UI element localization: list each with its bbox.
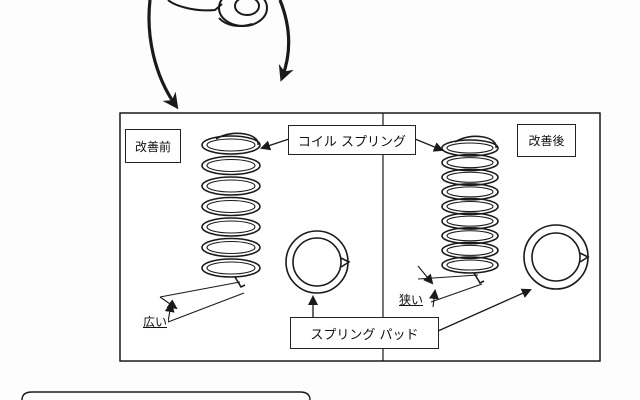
spring-coil-outer bbox=[441, 168, 499, 187]
spring-pad-label: スプリング パッド bbox=[290, 317, 439, 349]
spring-coil-inner bbox=[446, 244, 494, 256]
coil-spring-arrow-right bbox=[414, 138, 444, 152]
before-label: 改善前 bbox=[125, 129, 181, 163]
spring-coil-inner bbox=[446, 171, 494, 183]
spring-coil-outer bbox=[201, 196, 261, 217]
wide-pitch-indicator bbox=[159, 281, 245, 323]
spring-pad-after bbox=[523, 224, 590, 290]
spring-coil-inner bbox=[206, 199, 256, 214]
spring-bottom-hook bbox=[234, 276, 246, 289]
spring-coil-outer bbox=[201, 155, 261, 176]
spring-coil-inner bbox=[446, 230, 494, 242]
spring-coil-inner bbox=[206, 138, 256, 152]
narrow-pitch-indicator bbox=[417, 265, 483, 308]
spring-coil-inner bbox=[446, 186, 494, 198]
spring-coil-outer bbox=[441, 256, 499, 274]
spring-coil-outer bbox=[441, 212, 499, 230]
spring-coil-outer bbox=[201, 217, 261, 237]
spring-bottom-hook bbox=[473, 272, 485, 285]
spring-coil-inner bbox=[206, 240, 256, 255]
spring-coil-inner bbox=[446, 142, 494, 154]
spring-top-hook bbox=[215, 132, 259, 146]
curved-arrow-right bbox=[278, 0, 294, 82]
coil-spring-after bbox=[441, 135, 499, 285]
spring-coil-inner bbox=[446, 157, 494, 169]
spring-coil-outer bbox=[201, 258, 261, 278]
narrow-label: 狭い bbox=[398, 291, 425, 308]
spring-coil-inner bbox=[446, 259, 494, 271]
spring-coil-outer bbox=[441, 241, 499, 260]
spring-coil-inner bbox=[206, 261, 256, 275]
wide-label: 広い bbox=[142, 313, 169, 330]
bottom-partial-box bbox=[21, 391, 311, 400]
spring-pad-before bbox=[285, 230, 351, 294]
spring-coil-outer bbox=[441, 153, 499, 172]
coil-spring-before bbox=[201, 132, 261, 289]
spring-pad-arrow-right bbox=[437, 288, 532, 332]
top-part-illustration bbox=[167, 0, 268, 27]
curved-arrow-left bbox=[147, 0, 179, 110]
coil-spring-label: コイル スプリング bbox=[288, 125, 416, 155]
spring-coil-outer bbox=[441, 183, 499, 201]
spring-coil-inner bbox=[206, 179, 256, 193]
spring-coil-outer bbox=[441, 197, 499, 216]
spring-coil-inner bbox=[446, 215, 494, 227]
spring-coil-inner bbox=[206, 158, 256, 173]
coil-spring-arrow-left bbox=[260, 138, 290, 151]
after-label: 改善後 bbox=[517, 124, 576, 157]
spring-coil-outer bbox=[441, 226, 499, 245]
spring-top-hook bbox=[454, 135, 497, 149]
spring-coil-inner bbox=[446, 200, 494, 213]
spring-coil-inner bbox=[206, 220, 256, 234]
spring-coil-outer bbox=[201, 135, 261, 155]
spring-coil-outer bbox=[201, 237, 261, 258]
spring-coil-outer bbox=[201, 176, 261, 196]
